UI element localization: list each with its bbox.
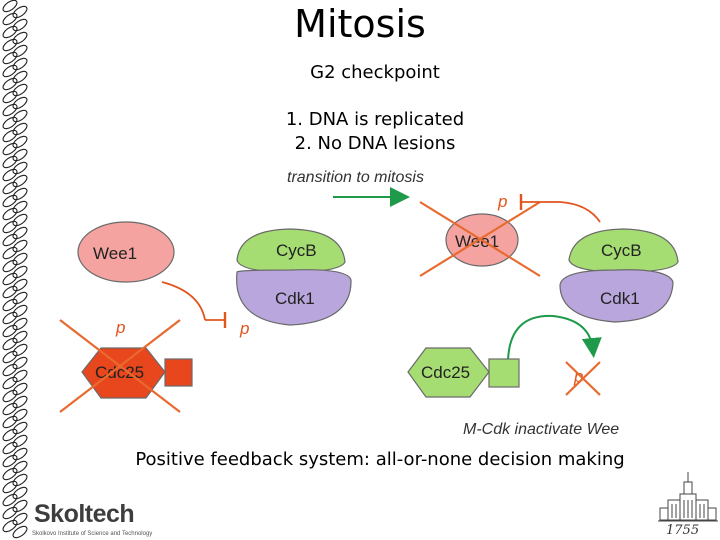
cdc25-left-label: Cdc25 [95, 363, 144, 382]
left-state: Wee1 CycB Cdk1 p p Cdc25 [59, 221, 352, 413]
activation-arrow-right [507, 314, 602, 361]
footer-statement: Positive feedback system: all-or-none de… [135, 449, 625, 470]
cycb-left-label: CycB [276, 241, 317, 260]
phospho-wee1-right: p [497, 192, 507, 211]
cdk1-left [236, 269, 352, 326]
cross-cdc25-left-b [59, 319, 181, 413]
wee1-left [77, 221, 175, 283]
cdc25-right-domain [488, 358, 520, 388]
cycb-right-label: CycB [601, 241, 642, 260]
founding-year: 1755 [666, 523, 700, 538]
slide-subtitle: G2 checkpoint [310, 62, 440, 83]
wee1-left-label: Wee1 [93, 244, 137, 263]
cross-p-right-b [565, 361, 601, 396]
phospho-crossed-right: p [573, 367, 583, 386]
cross-wee1-right-b [419, 201, 541, 277]
inhibit-arrow-left [161, 281, 206, 321]
skoltech-logo-subtitle: Skolkovo Institute of Science and Techno… [32, 531, 153, 537]
cdc25-left-domain [164, 358, 193, 387]
diagram-caption: M-Cdk inactivate Wee [463, 421, 619, 438]
cdc25-right-label: Cdc25 [421, 363, 470, 382]
slide-title: Mitosis [294, 2, 426, 46]
skoltech-logo-word: Skoltech [34, 500, 135, 528]
right-state: Wee1 p CycB Cdk1 Cdc25 p [407, 192, 679, 398]
transition-label: transition to mitosis [287, 169, 424, 186]
border-ornament [2, 0, 28, 539]
cdk1-left-label: Cdk1 [275, 289, 315, 308]
university-building-icon [658, 472, 718, 522]
cdk1-right-label: Cdk1 [600, 289, 640, 308]
phospho-cdk1-left: p [239, 319, 249, 338]
condition-1: 1. DNA is replicated [285, 109, 465, 130]
skoltech-logo [28, 502, 152, 534]
inhibit-arrow-right [521, 201, 601, 223]
cdk1-right [559, 269, 674, 323]
phospho-cdc25-left: p [115, 318, 125, 337]
condition-2: 2. No DNA lesions [294, 133, 456, 154]
checkpoint-conditions: 1. DNA is replicated 2. No DNA lesions [0, 108, 720, 156]
